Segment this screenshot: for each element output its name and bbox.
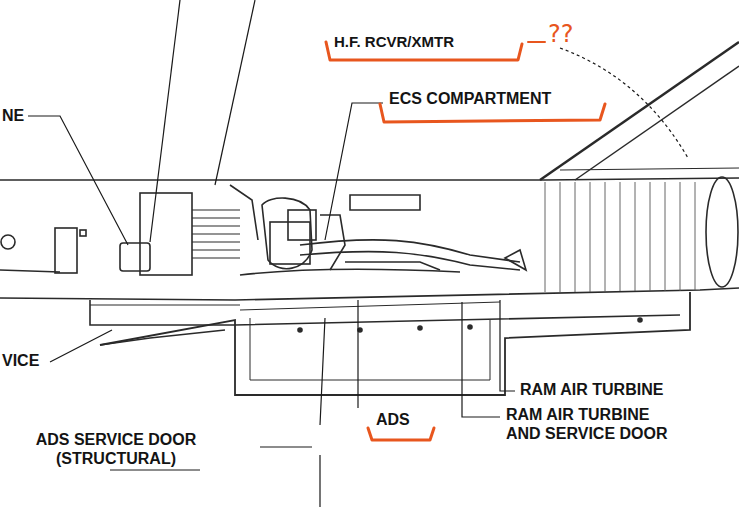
underline xyxy=(110,470,200,471)
leader-line xyxy=(320,318,325,507)
leader-line xyxy=(325,103,383,240)
leader-line xyxy=(560,48,688,158)
leader-line xyxy=(260,446,312,447)
hand-underline xyxy=(368,428,434,440)
part-label: VICE xyxy=(2,351,39,370)
hand-dash xyxy=(528,41,545,43)
part-label: ADS SERVICE DOOR (STRUCTURAL) xyxy=(0,430,232,468)
leader-line xyxy=(357,300,358,408)
leader-line xyxy=(215,0,255,185)
part-label: H.F. RCVR/XMTR xyxy=(334,33,454,51)
leader-line xyxy=(462,302,500,417)
leader-line xyxy=(150,0,180,242)
leader-line xyxy=(500,300,515,391)
part-label: ADS xyxy=(376,410,410,429)
part-label: NE xyxy=(2,106,24,125)
leader-line xyxy=(28,116,128,245)
part-label: RAM AIR TURBINE AND SERVICE DOOR xyxy=(506,405,682,443)
part-label: RAM AIR TURBINE xyxy=(520,380,663,399)
fuselage-line xyxy=(0,288,739,300)
leader-line xyxy=(50,330,112,362)
part-label: ECS COMPARTMENT xyxy=(389,89,551,108)
fuselage-line xyxy=(0,178,739,180)
handwritten-note: ?? xyxy=(548,20,573,49)
